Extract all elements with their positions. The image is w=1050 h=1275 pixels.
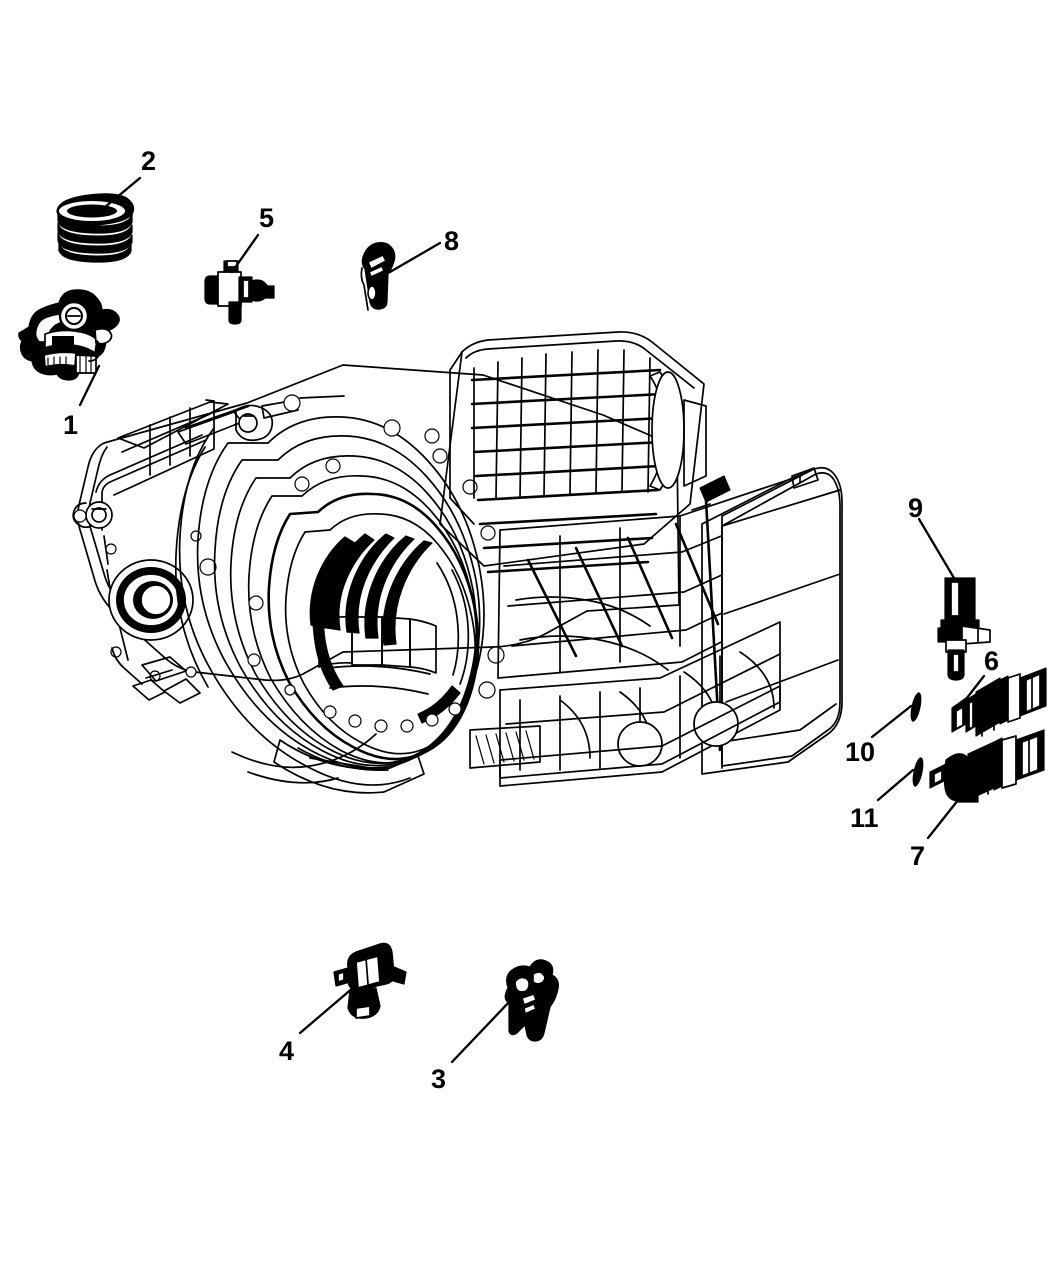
- leader-2: [97, 176, 142, 214]
- part-3-shift-lever-bracket: [504, 959, 559, 1042]
- leader-8: [388, 241, 442, 274]
- callout-number-2: 2: [141, 146, 157, 176]
- part-8-sensor-retaining-bracket: [360, 241, 396, 311]
- part-4-input-speed-sensor: [333, 942, 407, 1019]
- leader-11: [876, 768, 915, 802]
- callout-number-7: 7: [910, 841, 926, 871]
- part-10-o-ring-upper: [910, 692, 922, 722]
- callout-number-1: 1: [63, 410, 79, 440]
- callout-number-11: 11: [850, 803, 879, 833]
- leader-1: [78, 364, 101, 407]
- leader-4: [298, 985, 356, 1035]
- callout-number-6: 6: [984, 646, 1000, 676]
- callout-number-10: 10: [845, 737, 876, 767]
- callout-number-9: 9: [908, 493, 924, 523]
- part-5-output-speed-sensor: [204, 260, 275, 325]
- part-9-vehicle-speed-sensor: [937, 577, 991, 681]
- part-2-seal-ring-stack: [56, 193, 135, 263]
- part-11-o-ring-lower: [912, 757, 924, 787]
- callout-number-4: 4: [279, 1036, 295, 1066]
- transaxle-case-assembly: [72, 331, 843, 794]
- leader-9: [917, 517, 956, 580]
- callout-number-8: 8: [444, 226, 460, 256]
- leader-10: [870, 704, 913, 739]
- leader-3: [450, 998, 513, 1064]
- leader-lines: [78, 176, 986, 1064]
- leader-5: [230, 233, 260, 274]
- part-6-pressure-switch-upper: [951, 667, 1047, 737]
- part-7-pressure-switch-lower: [929, 729, 1045, 803]
- part-1-solenoid-actuator-assembly: [18, 289, 120, 381]
- callout-number-5: 5: [259, 203, 275, 233]
- leader-6: [961, 674, 986, 705]
- leader-7: [926, 788, 968, 840]
- callout-number-3: 3: [431, 1064, 447, 1094]
